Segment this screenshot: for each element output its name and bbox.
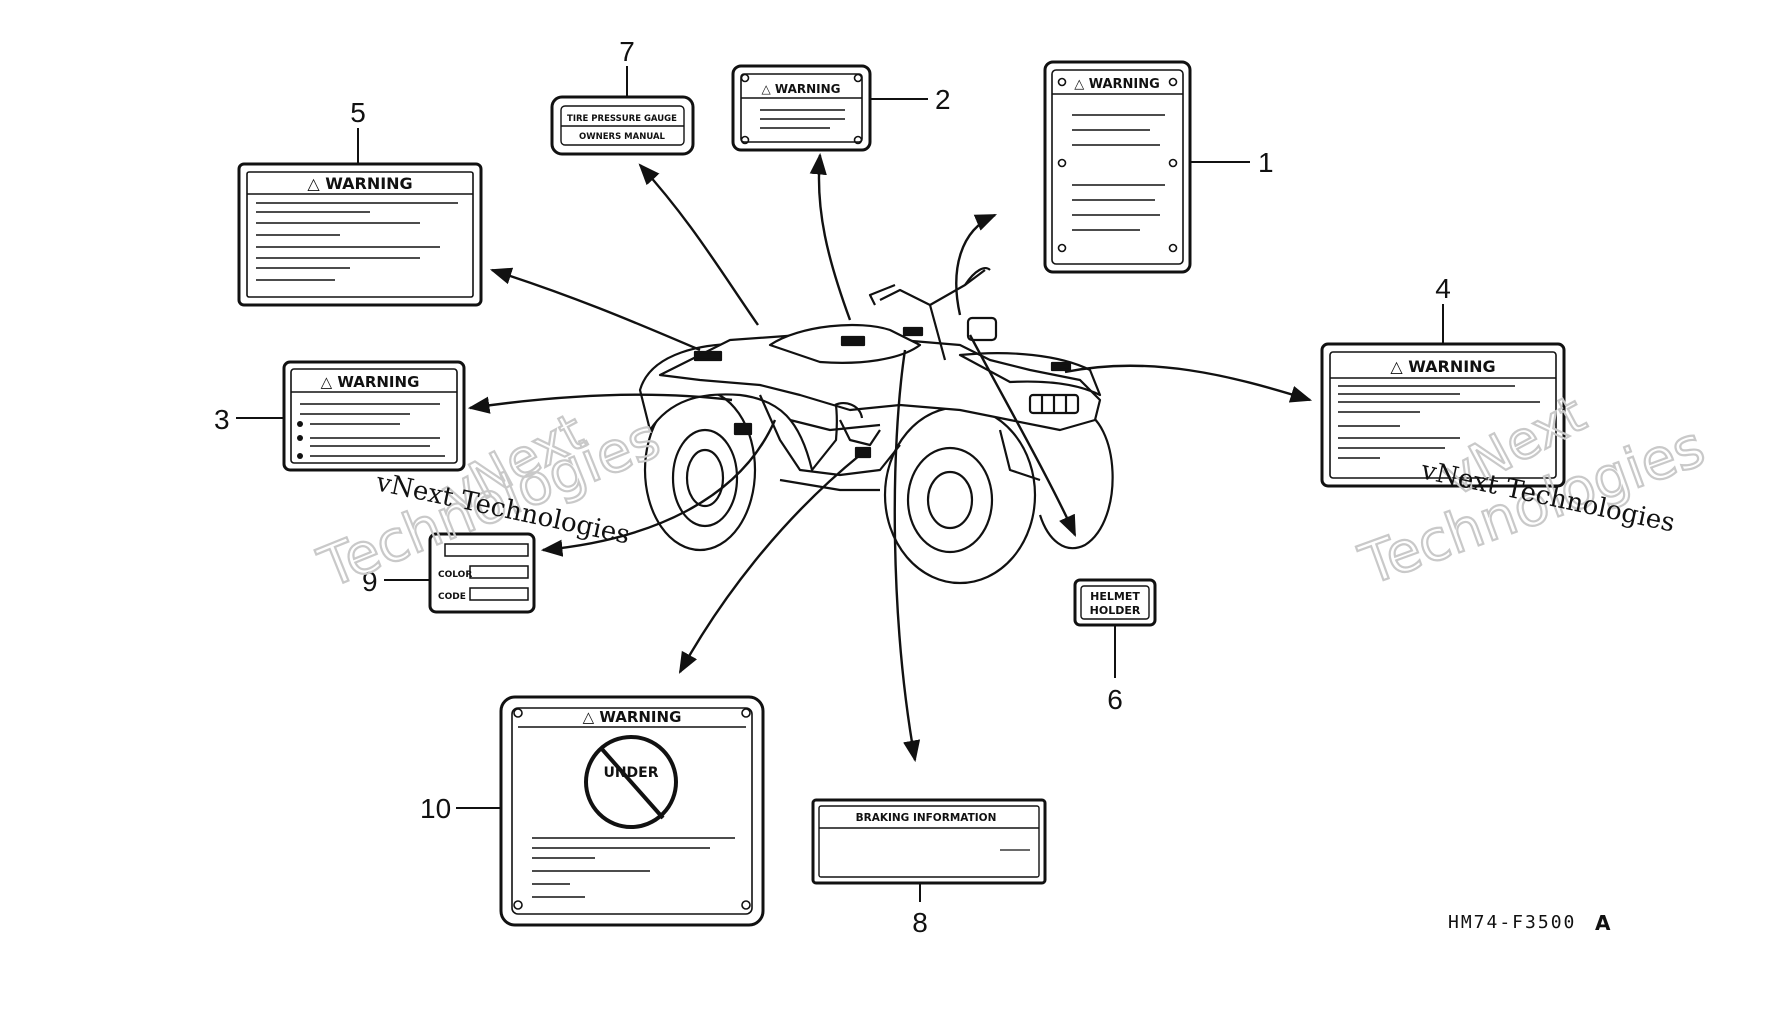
- decal-7-line2: OWNERS MANUAL: [579, 132, 666, 142]
- callout-6: 6: [1107, 684, 1123, 715]
- decal-9-line2: CODE: [438, 592, 466, 602]
- arrow-to-part-6: [968, 334, 1077, 537]
- decal-5-title: △ WARNING: [307, 174, 412, 193]
- arrow-to-part-10: [678, 454, 861, 674]
- callout-3: 3: [214, 404, 230, 435]
- drawing-code-text: HM74-F3500: [1448, 912, 1576, 933]
- decal-10-title: △ WARNING: [583, 708, 682, 726]
- leader-arrows: [467, 152, 1313, 763]
- decal-part-5: △ WARNING 5: [237, 97, 483, 307]
- decal-part-9: COLOR CODE 9: [362, 532, 536, 614]
- decal-3-title: △ WARNING: [321, 373, 420, 391]
- callout-10: 10: [420, 793, 451, 824]
- decal-9-line1: COLOR: [438, 570, 472, 580]
- prohibition-symbol-icon: UNDER: [584, 735, 678, 829]
- callout-1: 1: [1258, 147, 1274, 178]
- arrow-to-part-1: [955, 213, 997, 316]
- decal-part-2: △ WARNING 2: [731, 64, 951, 152]
- arrow-to-part-3: [467, 393, 733, 414]
- decal-part-7: TIRE PRESSURE GAUGE OWNERS MANUAL 7: [550, 36, 695, 156]
- arrow-to-part-9: [540, 419, 777, 557]
- atv-illustration: [638, 267, 1114, 585]
- decal-part-1: △ WARNING 1: [1043, 60, 1274, 274]
- decal-part-8: BRAKING INFORMATION 8: [811, 798, 1047, 938]
- drawing-code-suffix: A: [1595, 911, 1611, 935]
- decal-10-symbol-text: UNDER: [603, 765, 658, 781]
- decal-1-title: △ WARNING: [1074, 77, 1160, 92]
- decal-part-10: △ WARNING UNDER 10: [420, 695, 765, 927]
- decal-part-3: △ WARNING 3: [214, 360, 466, 472]
- callout-9: 9: [362, 566, 378, 597]
- callout-4: 4: [1435, 273, 1451, 304]
- decal-8-title: BRAKING INFORMATION: [856, 812, 997, 824]
- decal-2-title: △ WARNING: [761, 82, 840, 96]
- callout-5: 5: [350, 97, 366, 128]
- drawing-code: HM74-F3500 A: [1448, 911, 1611, 935]
- decal-part-6: HELMET HOLDER 6: [1073, 578, 1157, 715]
- decal-6-line1: HELMET: [1090, 590, 1140, 603]
- callout-8: 8: [912, 907, 928, 938]
- decal-6-line2: HOLDER: [1090, 604, 1141, 617]
- arrow-to-part-5: [489, 267, 701, 352]
- decal-7-line1: TIRE PRESSURE GAUGE: [567, 114, 677, 124]
- decal-4-title: △ WARNING: [1390, 357, 1495, 376]
- callout-7: 7: [619, 36, 635, 67]
- arrow-to-part-2: [809, 152, 852, 321]
- arrow-to-part-8: [893, 349, 921, 763]
- decal-part-4: △ WARNING 4: [1320, 273, 1566, 488]
- callout-2: 2: [935, 84, 951, 115]
- arrow-to-part-4: [1064, 364, 1313, 403]
- arrow-to-part-7: [638, 163, 759, 326]
